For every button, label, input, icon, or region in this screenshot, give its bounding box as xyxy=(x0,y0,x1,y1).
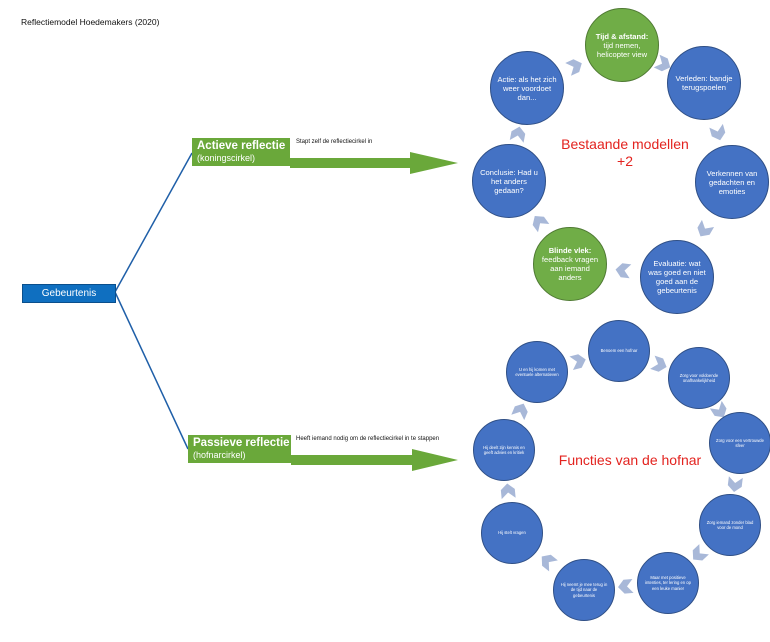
cycle2-chevron-7 xyxy=(500,483,516,500)
cycle1-node-5: Blinde vlek:feedback vragen aan iemand a… xyxy=(533,227,607,301)
cycle2-chevron-2 xyxy=(709,400,727,418)
cycle2-center-label: Functies van de hofnar xyxy=(558,452,702,468)
cycle1-chevron-5 xyxy=(532,216,550,233)
cycle2-chevron-5 xyxy=(618,578,634,594)
cycle1-node-6: Conclusie: Had u het anders gedaan? xyxy=(472,144,546,218)
branch-passive-title: Passieve reflectie xyxy=(193,437,290,449)
cycle2-node-8: Hij deelt zijn kennis en geeft advies en… xyxy=(473,419,535,481)
arrow-active xyxy=(290,152,458,174)
cycle2-node-label: Benoem een hofnar xyxy=(600,348,638,354)
cycle2-node-text: Zorg iemand zonder blad voor de mond xyxy=(706,520,754,530)
cycle1-chevron-6 xyxy=(509,126,526,143)
cycle1-node-text: Evaluatie: wat was goed en niet goed aan… xyxy=(647,259,707,295)
cycle2-node-9: U en hij komen met eventuele alternatiev… xyxy=(506,341,568,403)
cycle2-node-text: Hij neemt je mee terug in de tijd naar d… xyxy=(560,582,608,598)
cycle1-node-label: Actie: als het zich weer voordoet dan... xyxy=(497,74,557,102)
branch-passive: Passieve reflectie (hofnarcirkel) xyxy=(188,435,291,463)
cycle1-node-bold: Tijd & afstand: xyxy=(595,31,649,41)
cycle1-node-bold: Blinde vlek: xyxy=(548,246,592,255)
cycle2-node-3: Zorg voor een vertrouwde sfeer xyxy=(709,412,770,474)
cycle1-chevron-2 xyxy=(709,123,726,141)
cycle1-node-text: Conclusie: Had u het anders gedaan? xyxy=(479,168,539,195)
cycle1-node-text: Blinde vlek:feedback vragen aan iemand a… xyxy=(540,246,600,282)
branch-passive-note: Heeft iemand nodig om de reflectiecirkel… xyxy=(296,436,440,442)
cycle2-node-label: Maar met positieve intenties, ter lering… xyxy=(645,575,691,591)
cycle2-node-4: Zorg iemand zonder blad voor de mond xyxy=(699,494,761,556)
cycle2-node-text: Hij deelt zijn kennis en geeft advies en… xyxy=(480,445,528,455)
cycle2-node-text: U en hij komen met eventuele alternatiev… xyxy=(513,367,561,377)
cycle1-node-text: Actie: als het zich weer voordoet dan... xyxy=(497,75,557,102)
connector-active xyxy=(114,152,193,293)
cycle1-chevron-3 xyxy=(697,219,715,237)
cycle2-node-text: Maar met positieve intenties, ter lering… xyxy=(644,575,692,591)
root-event-box: Gebeurtenis xyxy=(22,284,116,303)
cycle2-chevron-9 xyxy=(569,354,586,371)
cycle1-chevron-4 xyxy=(615,263,632,279)
cycle1-node-2: Verleden: bandje terugspoelen xyxy=(667,46,741,120)
cycle2-node-label: Zorg voor een vertrouwde sfeer xyxy=(716,437,764,448)
branch-active-subtitle: (koningscirkel) xyxy=(197,153,256,163)
cycle2-chevron-4 xyxy=(692,544,709,561)
cycle1-node-4: Evaluatie: wat was goed en niet goed aan… xyxy=(640,240,714,314)
cycle1-chevron-7 xyxy=(565,59,582,76)
cycle1-node-label: Conclusie: Had u het anders gedaan? xyxy=(480,167,538,195)
cycle2-node-text: Zorg voor voldoende onafhankelijkheid xyxy=(675,373,723,383)
cycle1-node-3: Verkennen van gedachten en emoties xyxy=(695,145,769,219)
cycle1-center-label: Bestaande modellen +2 xyxy=(561,136,689,169)
cycle2-chevron-6 xyxy=(541,554,558,572)
cycle2-node-text: Zorg voor een vertrouwde sfeer xyxy=(716,438,764,448)
cycle1-node-text: Verkennen van gedachten en emoties xyxy=(702,169,762,196)
cycle1-node-7: Actie: als het zich weer voordoet dan... xyxy=(490,51,564,125)
cycle1-node-1: Tijd & afstand:tijd nemen, helicopter vi… xyxy=(585,8,659,82)
branch-active-title: Actieve reflectie xyxy=(197,140,286,152)
cycle2-node-text: Benoem een hofnar xyxy=(601,348,638,353)
cycle2-node-1: Benoem een hofnar xyxy=(588,320,650,382)
cycle1-chevrons xyxy=(509,54,726,279)
cycle2-node-5: Maar met positieve intenties, ter lering… xyxy=(637,552,699,614)
cycle2-node-label: Hij deelt zijn kennis en geeft advies en… xyxy=(483,444,525,455)
cycle2-node-text: Hij stelt vragen xyxy=(498,530,526,535)
branch-passive-subtitle: (hofnarcirkel) xyxy=(193,450,246,460)
cycle2-chevron-8 xyxy=(511,403,528,421)
cycle2-node-label: Hij neemt je mee terug in de tijd naar d… xyxy=(560,582,608,598)
arrow-passive xyxy=(291,449,458,471)
branch-active: Actieve reflectie (koningscirkel) xyxy=(192,138,290,166)
cycle1-node-label: Verleden: bandje terugspoelen xyxy=(675,74,733,92)
page-title: Reflectiemodel Hoedemakers (2020) xyxy=(21,17,160,27)
cycle1-node-text: Tijd & afstand:tijd nemen, helicopter vi… xyxy=(592,32,652,59)
connector-passive xyxy=(114,291,189,450)
cycle1-node-label: tijd nemen, helicopter view xyxy=(596,40,648,59)
cycle2-chevron-1 xyxy=(650,355,667,372)
cycle2-node-label: Zorg voor voldoende onafhankelijkheid xyxy=(679,372,719,383)
cycle1-node-label: Verkennen van gedachten en emoties xyxy=(706,168,758,196)
cycle1-node-label: feedback vragen aan iemand anders xyxy=(541,255,599,282)
cycle1-chevron-1 xyxy=(653,54,671,72)
cycle1-node-text: Verleden: bandje terugspoelen xyxy=(674,74,734,92)
cycle2-node-2: Zorg voor voldoende onafhankelijkheid xyxy=(668,347,730,409)
cycle2-node-7: Hij stelt vragen xyxy=(481,502,543,564)
cycle2-node-label: Zorg iemand zonder blad voor de mond xyxy=(706,519,754,530)
branch-active-note: Stapt zelf de reflectiecirkel in xyxy=(296,139,373,145)
cycle2-chevron-3 xyxy=(727,476,743,492)
cycle2-node-label: U en hij komen met eventuele alternatiev… xyxy=(515,366,559,377)
cycle2-node-label: Hij stelt vragen xyxy=(498,530,526,536)
cycle2-node-6: Hij neemt je mee terug in de tijd naar d… xyxy=(553,559,615,621)
cycle2-chevrons xyxy=(500,354,743,594)
cycle1-node-label: Evaluatie: wat was goed en niet goed aan… xyxy=(648,259,706,295)
